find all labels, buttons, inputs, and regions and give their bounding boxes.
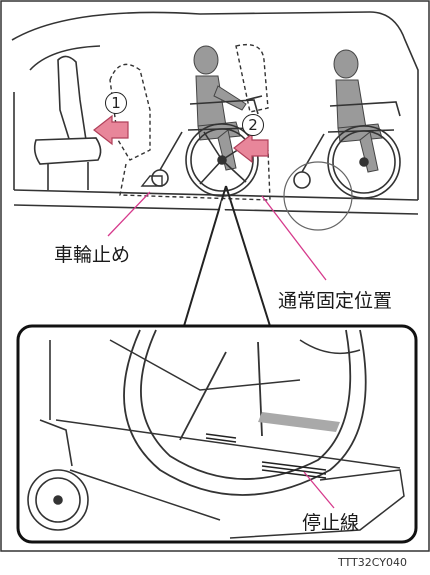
- leader-stop-line: [303, 471, 335, 509]
- detail-caster-wheel: [27, 340, 89, 531]
- zoom-callout-wedge: [183, 185, 271, 327]
- zoom-callout-wedge-inner: [196, 200, 258, 326]
- label-normal-fixed-position: 通常固定位置: [278, 290, 393, 312]
- step-number-2: 2: [242, 114, 264, 136]
- step-number-1: 1: [105, 92, 127, 114]
- detail-floor: [55, 339, 405, 539]
- label-stop-line: 停止線: [302, 512, 360, 534]
- figure-code: TTT32CY040: [338, 556, 407, 569]
- leader-wheel-chock: [107, 191, 151, 237]
- wheelchair-rear: [293, 101, 401, 199]
- move-arrow-1: [93, 114, 129, 146]
- label-wheel-chock: 車輪止め: [54, 244, 131, 266]
- move-arrow-2: [233, 132, 269, 164]
- floor-space-outline: [119, 149, 271, 201]
- front-seat: [33, 55, 102, 190]
- stop-line-marks: [205, 433, 327, 479]
- passenger-front: [193, 45, 247, 171]
- wheelchair-ghost-wheel: [283, 161, 353, 231]
- wheelchair-front: [151, 95, 263, 197]
- stop-line-band: [258, 412, 340, 432]
- folded-seat-outline: [109, 63, 151, 161]
- leader-fixed-position: [261, 195, 327, 281]
